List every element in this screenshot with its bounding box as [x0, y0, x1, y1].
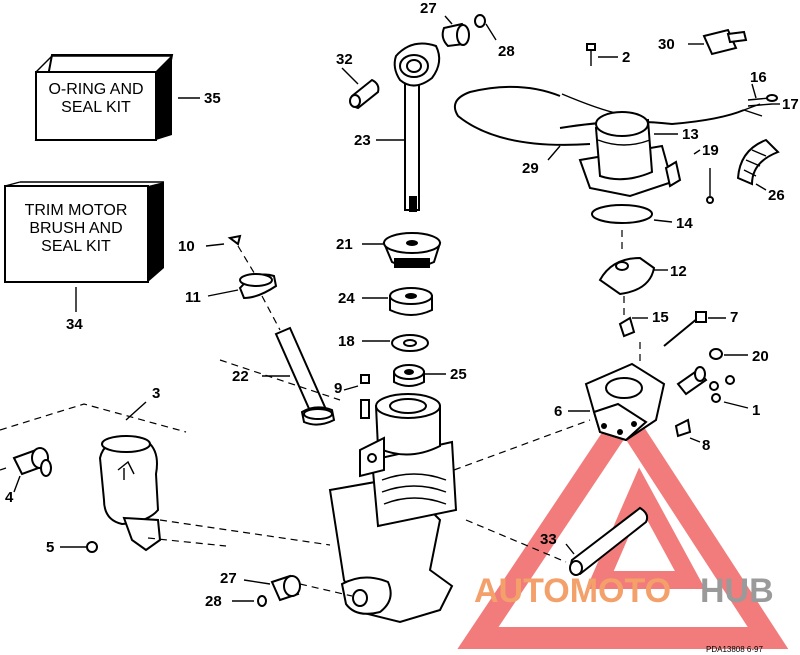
callout-18: 18: [338, 333, 355, 350]
screw-10: [227, 234, 242, 246]
callout-27-top: 27: [420, 0, 437, 17]
pin-32: [349, 78, 380, 110]
callout-15: 15: [652, 309, 669, 326]
screw-2: [586, 43, 596, 66]
callout-27-bottom: 27: [220, 570, 237, 587]
washer-18: [391, 334, 429, 352]
callout-6: 6: [554, 403, 562, 420]
callout-9: 9: [334, 380, 342, 397]
valve-1: [676, 366, 735, 403]
screw-5: [86, 541, 98, 553]
callout-2: 2: [622, 49, 630, 66]
callout-30: 30: [658, 36, 675, 53]
oring-28-bottom: [257, 595, 267, 607]
callout-5: 5: [46, 539, 54, 556]
callout-16: 16: [750, 69, 767, 86]
tube-22: [274, 326, 336, 426]
pump-body-6: [584, 362, 666, 442]
callout-29: 29: [522, 160, 539, 177]
piston-rod-23: [393, 42, 441, 212]
bushing-27-top: [441, 22, 470, 48]
callout-19: 19: [702, 142, 719, 159]
cap-21: [382, 232, 442, 268]
callout-10: 10: [178, 238, 195, 255]
callout-14: 14: [676, 215, 693, 232]
callout-17: 17: [782, 96, 799, 113]
screw-15: [618, 316, 636, 338]
clip-19: [664, 160, 714, 204]
callout-35: 35: [204, 90, 221, 107]
callout-33: 33: [540, 531, 557, 548]
callout-12: 12: [670, 263, 687, 280]
callout-20: 20: [752, 348, 769, 365]
oring-14: [591, 204, 653, 224]
oring-kit-line1: O-RING AND: [48, 81, 143, 98]
callout-1: 1: [752, 402, 760, 419]
callouts: 27 28 2 30 32 23 16 17 13 19 29 26 14 21…: [5, 0, 799, 610]
oring-seal-kit-box: O-RING AND SEAL KIT: [34, 54, 174, 141]
oring-kit-line2: SEAL KIT: [61, 99, 131, 116]
watermark-text-hub: HUB: [700, 572, 774, 610]
oring-28-top: [474, 14, 486, 28]
fitting-9: [360, 374, 370, 419]
callout-13: 13: [682, 126, 699, 143]
callout-4: 4: [5, 489, 14, 506]
bushing-4: [12, 447, 52, 477]
callout-26: 26: [768, 187, 785, 204]
callout-21: 21: [336, 236, 353, 253]
callout-8: 8: [702, 437, 710, 454]
callout-28-top: 28: [498, 43, 515, 60]
filter-12: [598, 256, 656, 296]
seal-11: [238, 273, 278, 300]
callout-25: 25: [450, 366, 467, 383]
piston-24: [389, 287, 433, 316]
watermark-text-automoto: AUTOMOTO: [474, 572, 671, 610]
drawing-code: PDA13808 6-97: [706, 645, 763, 654]
terminals-16-17: [747, 94, 778, 107]
trim-cylinder-housing: [328, 393, 458, 624]
trim-motor-13: [578, 111, 674, 198]
callout-7: 7: [730, 309, 738, 326]
bushing-27-bottom: [270, 574, 301, 602]
callout-23: 23: [354, 132, 371, 149]
bolt-7: [663, 311, 707, 347]
reservoir-3: [98, 435, 162, 552]
callout-28-bottom: 28: [205, 593, 222, 610]
connector-30: [702, 28, 748, 56]
screw-8: [674, 418, 692, 438]
callout-11: 11: [185, 289, 201, 306]
brush-kit-line2: BRUSH AND: [29, 220, 122, 237]
brush-kit-line1: TRIM MOTOR: [25, 202, 128, 219]
oring-20: [709, 348, 723, 360]
callout-3: 3: [152, 385, 160, 402]
hose-26: [736, 138, 780, 186]
trim-motor-brush-seal-kit-box: TRIM MOTOR BRUSH AND SEAL KIT: [4, 181, 164, 283]
callout-22: 22: [232, 368, 249, 385]
callout-34: 34: [66, 316, 83, 333]
callout-24: 24: [338, 290, 355, 307]
nut-25: [393, 364, 425, 387]
callout-32: 32: [336, 51, 353, 68]
brush-kit-line3: SEAL KIT: [41, 238, 111, 255]
pin-33: [569, 506, 649, 576]
